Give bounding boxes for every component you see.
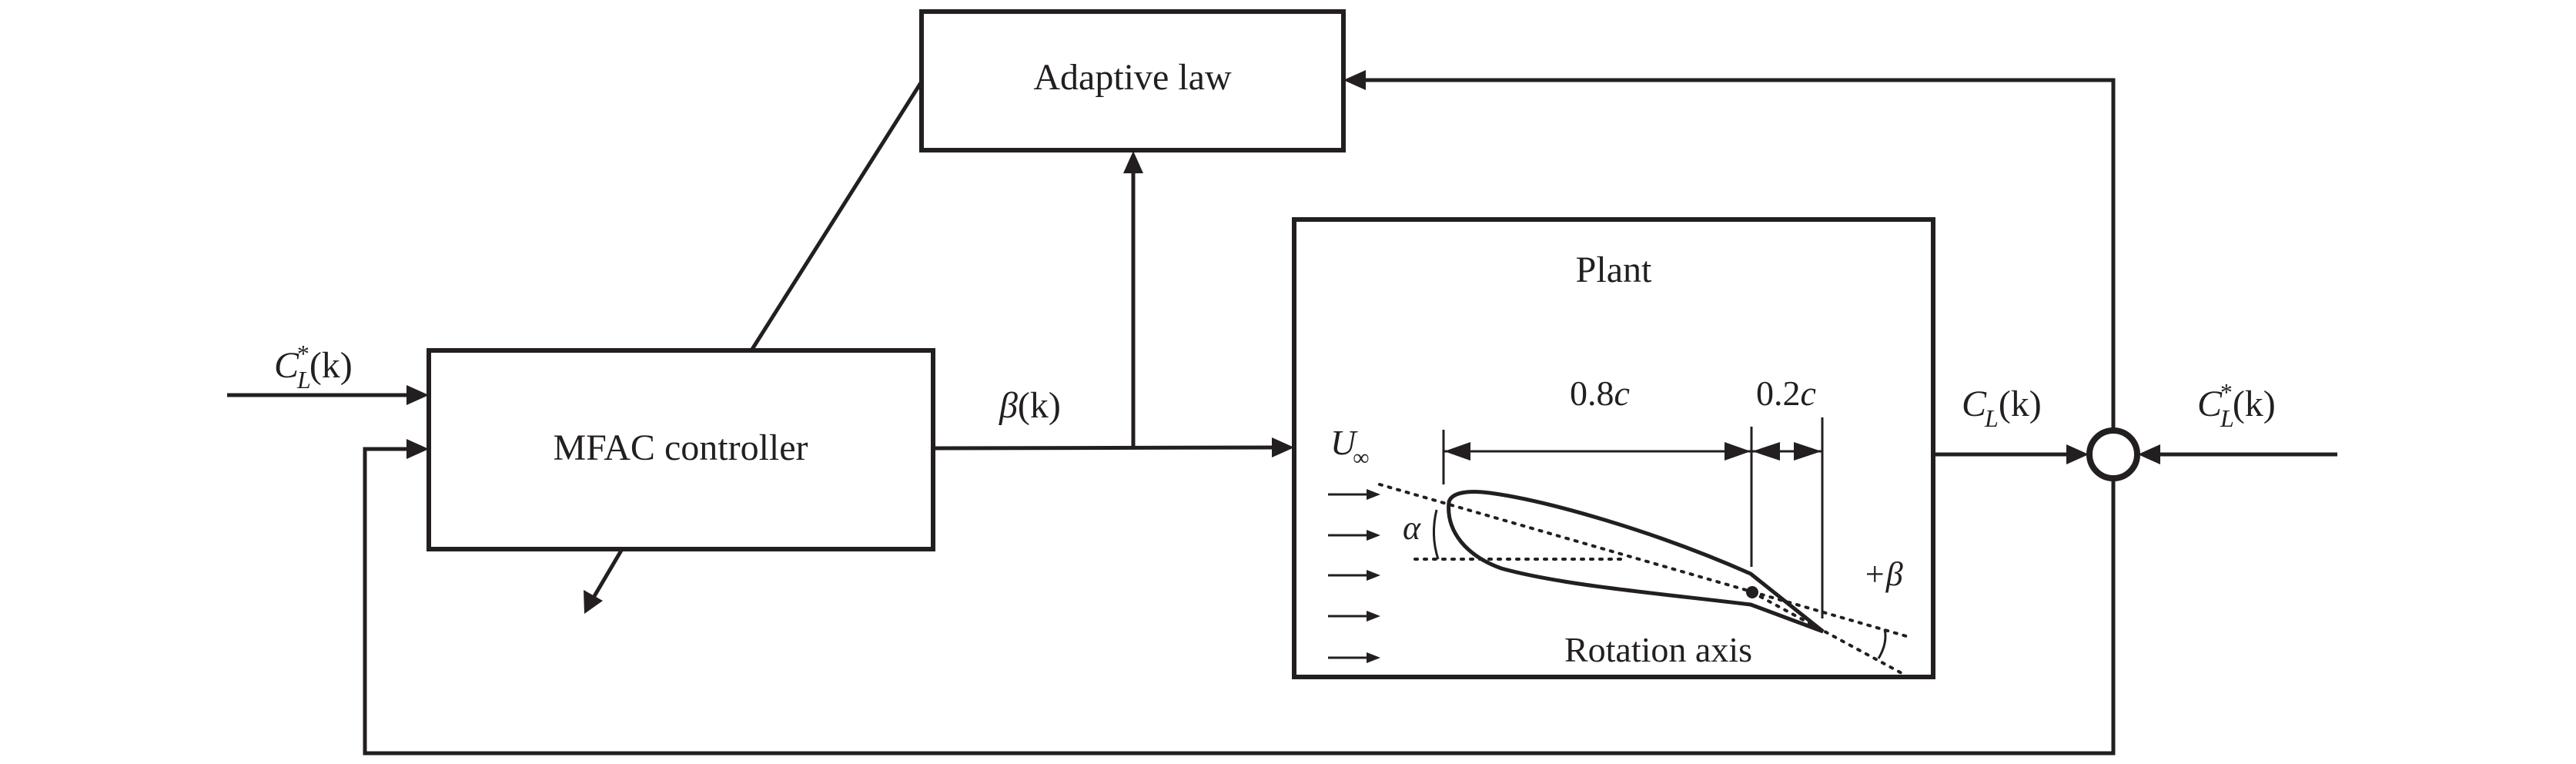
dim-arrow-icon [1794, 442, 1822, 461]
dim-arrow-icon [1752, 442, 1780, 461]
alpha-arc [1432, 509, 1440, 560]
plant-block: Plant [1292, 217, 1935, 679]
branch-to-adaptive-arrowhead-icon [1123, 151, 1143, 173]
reference-right-label: CL*(k) [2197, 378, 2276, 432]
flap-line [1751, 591, 1903, 675]
adaptive-law-block: Adaptive law [919, 9, 1346, 152]
tuning-arrowhead-icon [584, 590, 603, 614]
control-signal-line [932, 445, 1278, 451]
plant-box [1292, 217, 1935, 679]
plant-output-label: CL(k) [1962, 384, 2042, 432]
tuning-arrow-line [592, 548, 624, 598]
mfac-controller-block: MFAC controller [427, 348, 935, 551]
flow-arrow-icon [1367, 489, 1380, 500]
reference-input-label: CL*(k) [274, 340, 353, 394]
dim-arrow-icon [1444, 442, 1470, 461]
plant-label: Plant [1576, 250, 1652, 290]
freestream-label: U∞ [1330, 423, 1370, 471]
adaptive-law-box [919, 9, 1346, 152]
beta-label: +β [1863, 555, 1903, 593]
error-to-adaptive-line [1361, 78, 2116, 431]
feedback-loop-line [363, 447, 2116, 756]
summing-junction [2086, 427, 2140, 481]
rotation-axis-label: Rotation axis [1564, 630, 1752, 669]
feedback-arrowhead-icon [406, 439, 429, 459]
adaptation-link-line [749, 80, 924, 352]
flow-arrow-icon [1367, 652, 1380, 663]
flow-arrow-icon [1367, 570, 1380, 581]
airfoil-schematic: U∞ α +β 0.8c 0.2c Rotation axis [1328, 374, 1913, 675]
reference-right-arrowhead-icon [2138, 444, 2160, 464]
alpha-label: α [1403, 509, 1421, 547]
airfoil-outline [1447, 490, 1825, 634]
freestream-arrows [1328, 489, 1380, 663]
rotation-axis-point [1746, 586, 1758, 598]
plant-output-arrowhead-icon [2066, 444, 2089, 464]
control-signal-label: β(k) [999, 385, 1061, 426]
beta-arc [1877, 628, 1887, 659]
flow-arrow-icon [1367, 611, 1380, 622]
reference-input-arrowhead-icon [406, 385, 429, 405]
mfac-controller-label: MFAC controller [553, 427, 808, 468]
error-to-adaptive-arrowhead-icon [1343, 70, 1366, 90]
dim-arrow-icon [1725, 442, 1751, 461]
dim-main-label: 0.8c [1570, 374, 1630, 413]
flow-arrow-icon [1367, 530, 1380, 541]
chord-line [1378, 483, 1913, 639]
mfac-controller-box [427, 348, 935, 551]
adaptive-law-label: Adaptive law [1033, 57, 1232, 98]
control-signal-arrowhead-icon [1272, 437, 1294, 457]
dim-flap-label: 0.2c [1756, 374, 1816, 413]
arg: (k) [309, 345, 353, 386]
